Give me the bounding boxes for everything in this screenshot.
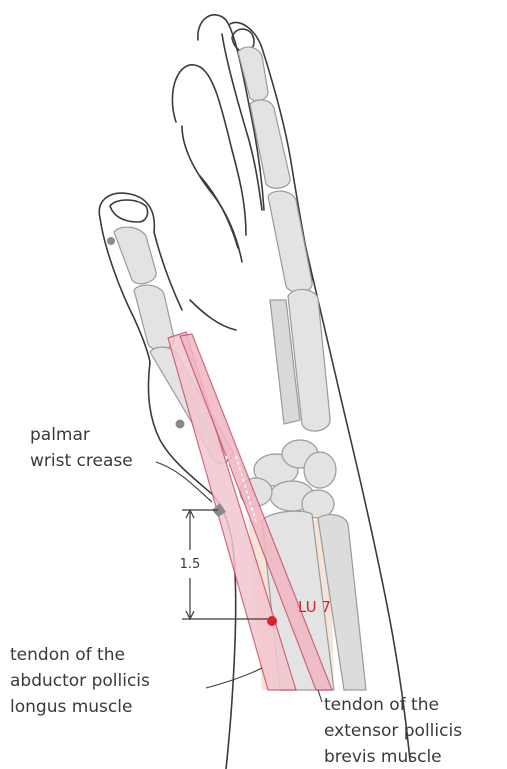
label-apl-line2: abductor pollicis — [10, 671, 150, 691]
landmark-dot-palm — [176, 420, 185, 429]
label-epb-line2: extensor pollicis — [324, 721, 462, 741]
label-epb-line3: brevis muscle — [324, 747, 442, 767]
label-apl-line3: longus muscle — [10, 697, 132, 717]
landmark-dot-thumb — [107, 237, 115, 245]
tendon-abductor-pollicis-longus — [168, 332, 296, 690]
label-palmar: palmar — [30, 425, 90, 445]
acupoint-lu7-dot — [267, 616, 277, 626]
label-epb-line1: tendon of the — [324, 695, 439, 715]
label-wrist-crease: wrist crease — [30, 451, 133, 471]
label-apl-line1: tendon of the — [10, 645, 125, 665]
measurement-value: 1.5 — [180, 557, 201, 572]
acupoint-lu7-label: LU 7 — [298, 598, 331, 616]
